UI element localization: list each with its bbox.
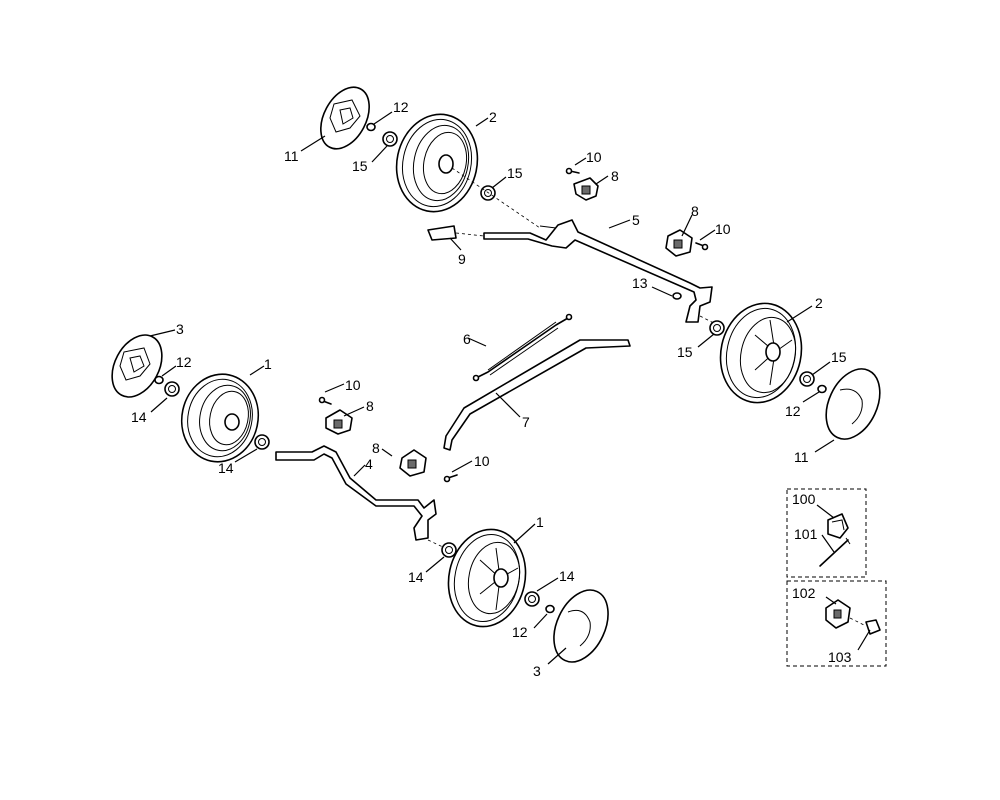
callout-1-front-right: 1 (536, 514, 544, 530)
height-adjuster-8-front-upper (325, 409, 353, 435)
callout-10-front-lower: 10 (474, 453, 490, 469)
callout-11-rear-left: 11 (284, 148, 299, 164)
callout-14-front-right-outer: 14 (559, 568, 575, 584)
hub-cap-11-rear-left (320, 86, 370, 150)
callout-101: 101 (794, 526, 818, 542)
front-axle-4 (275, 445, 437, 541)
hub-cap-3-front-left (111, 334, 163, 398)
screw-10-rear-right (695, 242, 709, 251)
callout-14-front-right-inner: 14 (408, 569, 424, 585)
callout-15-rear-left-outer: 15 (352, 158, 368, 174)
callout-15-rear-right-outer: 15 (831, 349, 847, 365)
callout-8-rear-upper: 8 (611, 168, 619, 184)
bearing-14-front-right-inner (441, 542, 457, 558)
callout-8-front-upper: 8 (366, 398, 374, 414)
callout-labels: 11 12 15 2 15 10 8 5 8 10 9 13 2 15 15 1… (131, 99, 852, 679)
wheel-2-rear-left (395, 113, 479, 213)
screw-10-rear-upper (565, 167, 580, 175)
pin-13 (672, 292, 682, 300)
callout-10-rear-right: 10 (715, 221, 731, 237)
nut-12-rear-left (366, 122, 376, 132)
rear-axle-5 (483, 219, 713, 323)
callout-7: 7 (522, 414, 530, 430)
height-adjuster-8-front-lower (399, 449, 427, 477)
bearing-14-front-right-outer (524, 591, 540, 607)
callout-8-rear-right: 8 (691, 203, 699, 219)
callout-14-front-left-outer: 14 (131, 409, 147, 425)
callout-12-rear-left: 12 (393, 99, 409, 115)
callout-100: 100 (792, 491, 816, 507)
callout-8-front-lower: 8 (372, 440, 380, 456)
callout-15-rear-left-inner: 15 (507, 165, 523, 181)
callout-10-rear-upper: 10 (586, 149, 602, 165)
callout-3-front-right: 3 (533, 663, 541, 679)
height-adjuster-8-rear-right (665, 229, 693, 257)
bearing-14-front-left-inner (254, 434, 270, 450)
bearing-15-rear-right-outer (799, 371, 815, 387)
nut-12-rear-right (817, 384, 827, 394)
kit-box-100-101 (786, 488, 867, 578)
nut-12-front-left (154, 375, 164, 385)
rod-7 (443, 339, 631, 451)
callout-3-front-left: 3 (176, 321, 184, 337)
callout-103: 103 (828, 649, 852, 665)
callout-5: 5 (632, 212, 640, 228)
height-adjuster-8-rear-upper (573, 177, 599, 201)
callout-11-rear-right: 11 (794, 449, 809, 465)
callout-2-rear-right: 2 (815, 295, 823, 311)
callout-10-front-upper: 10 (345, 377, 361, 393)
hub-cap-3-front-right (553, 589, 609, 663)
callout-4: 4 (365, 456, 373, 472)
callout-102: 102 (792, 585, 816, 601)
callout-6: 6 (463, 331, 471, 347)
bearing-15-rear-right-inner (709, 320, 725, 336)
screw-10-front-upper (318, 396, 332, 405)
callout-2-rear-left: 2 (489, 109, 497, 125)
callout-1-front-left: 1 (264, 356, 272, 372)
screw-10-front-lower (443, 474, 458, 483)
callout-12-front-right: 12 (512, 624, 528, 640)
wheel-2-rear-right (719, 302, 803, 404)
callout-13: 13 (632, 275, 648, 291)
callout-15-rear-right-inner: 15 (677, 344, 693, 360)
spring-6 (472, 313, 573, 382)
bearing-15-rear-left-outer (382, 131, 398, 147)
callout-14-front-left-inner: 14 (218, 460, 234, 476)
wheel-1-front-left (180, 373, 260, 463)
callout-12-rear-right: 12 (785, 403, 801, 419)
hub-cap-11-rear-right (825, 368, 881, 440)
leader-lines (149, 111, 871, 665)
wheel-1-front-right (447, 528, 527, 628)
bearing-14-front-left-outer (164, 381, 180, 397)
callout-12-front-left: 12 (176, 354, 192, 370)
nut-12-front-right (545, 604, 555, 614)
callout-9: 9 (458, 251, 466, 267)
grip-9 (427, 225, 485, 241)
